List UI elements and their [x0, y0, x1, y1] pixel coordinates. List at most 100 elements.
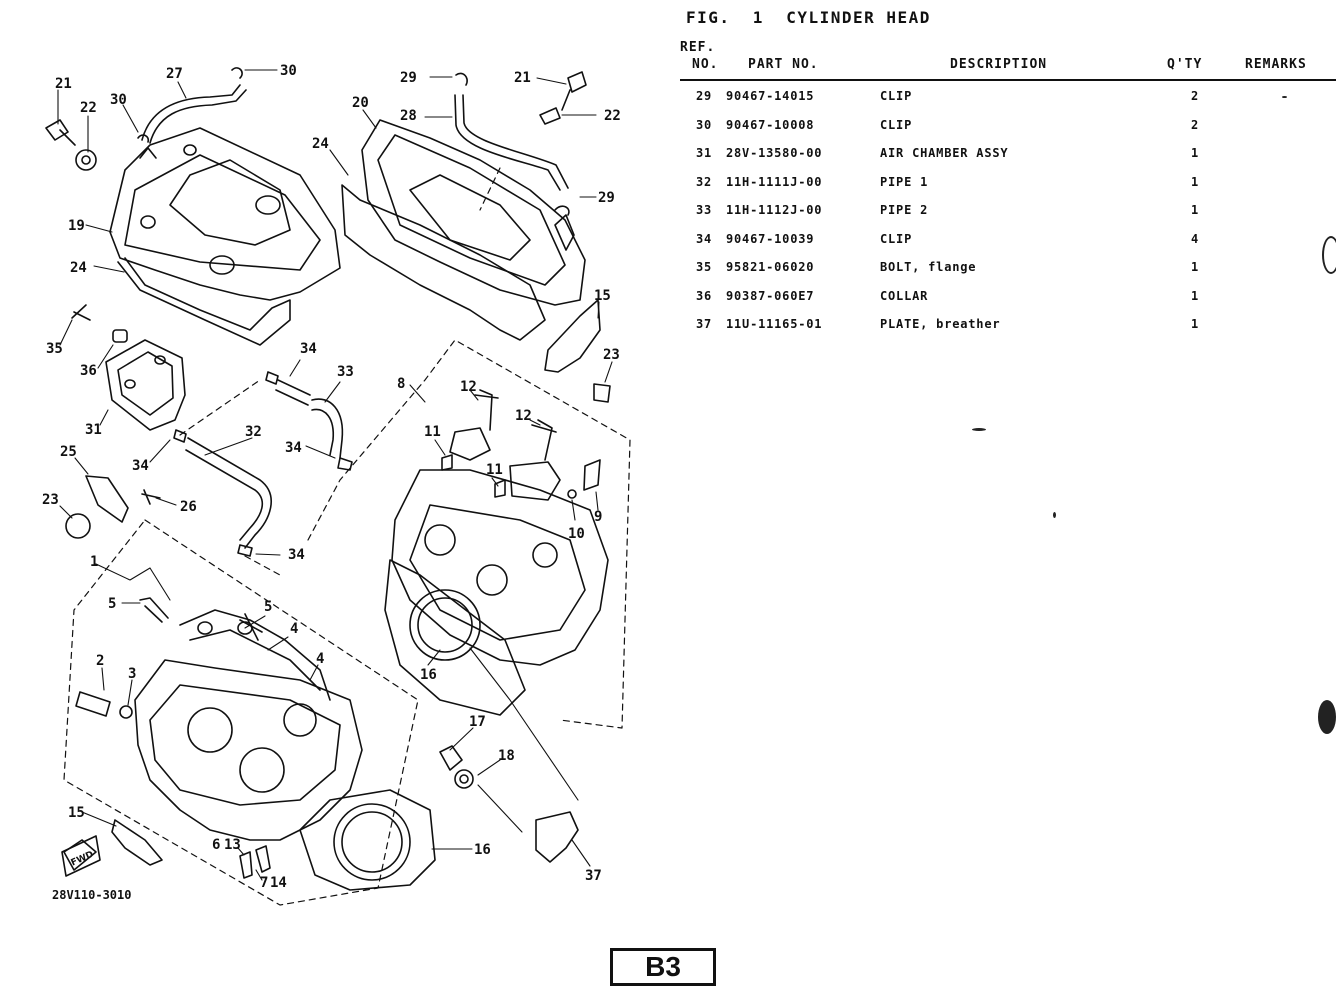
svg-text:25: 25: [60, 444, 77, 460]
part-no: 90467-10008: [726, 117, 815, 132]
hose-27: [141, 84, 241, 141]
svg-text:3: 3: [128, 666, 136, 682]
ref-no: 29: [695, 89, 712, 103]
callout-labels: 21 22 19 24 27 30 30 29 28 21 22 20 24 2…: [42, 63, 621, 891]
description: CLIP: [880, 89, 913, 103]
scan-speck: [1053, 512, 1056, 518]
table-row: 36 90387-060E7 COLLAR 1: [680, 283, 1336, 312]
scan-speck: [1318, 700, 1336, 734]
cylinder-gasket-left: [299, 789, 436, 891]
qty: 4: [1190, 231, 1200, 246]
svg-text:24: 24: [70, 260, 87, 276]
svg-text:2: 2: [96, 653, 104, 669]
svg-text:19: 19: [68, 218, 85, 234]
ref-no: 30: [695, 117, 712, 132]
small-parts: [45, 67, 611, 879]
svg-text:36: 36: [80, 363, 97, 379]
svg-text:34: 34: [288, 547, 305, 563]
svg-text:23: 23: [42, 492, 59, 508]
pipe-33-outer: [311, 408, 335, 456]
svg-text:5: 5: [264, 599, 272, 615]
header-remarks: REMARKS: [1245, 57, 1307, 72]
parts-table: REF. NO. PART NO. DESCRIPTION Q'TY REMAR…: [680, 40, 1336, 340]
ref-no: 35: [695, 260, 712, 274]
table-row: 31 28V-13580-00 AIR CHAMBER ASSY 1: [680, 140, 1336, 169]
svg-text:30: 30: [280, 63, 297, 79]
svg-text:24: 24: [312, 136, 329, 152]
svg-text:8: 8: [397, 376, 405, 392]
header-qty: Q'TY: [1167, 57, 1203, 72]
figure-title: FIG. 1 CYLINDER HEAD: [686, 8, 931, 27]
svg-text:17: 17: [469, 714, 486, 730]
qty: 1: [1190, 146, 1200, 160]
svg-text:30: 30: [110, 92, 127, 108]
svg-text:10: 10: [568, 526, 585, 542]
qty: 1: [1190, 317, 1200, 331]
description: PIPE 2: [880, 203, 929, 217]
part-no: 28V-13580-00: [726, 146, 823, 160]
scan-speck: [1282, 96, 1287, 98]
pipe-32: [187, 437, 272, 549]
hose-28: [454, 94, 561, 191]
leader-lines: [57, 69, 613, 881]
cylinder-head-right: [391, 469, 609, 666]
description: AIR CHAMBER ASSY: [880, 146, 1009, 160]
svg-text:21: 21: [514, 70, 531, 86]
svg-text:26: 26: [180, 499, 197, 515]
hose-27-outer: [149, 89, 247, 144]
svg-text:16: 16: [474, 842, 491, 858]
qty: 2: [1190, 117, 1200, 132]
svg-text:11: 11: [424, 424, 441, 440]
svg-text:FWD: FWD: [70, 850, 96, 869]
part-no: 11H-1111J-00: [726, 174, 823, 189]
gasket-left: [117, 257, 291, 346]
svg-text:4: 4: [290, 621, 298, 637]
description: CLIP: [880, 231, 913, 246]
svg-text:16: 16: [420, 667, 437, 683]
header-part-no: PART NO.: [748, 57, 819, 72]
svg-text:11: 11: [486, 462, 503, 478]
part-no: 95821-06020: [726, 260, 815, 274]
scan-speck: [1322, 236, 1336, 274]
svg-text:35: 35: [46, 341, 63, 357]
fwd-arrow-icon: FWD: [61, 835, 101, 877]
svg-text:22: 22: [604, 108, 621, 124]
svg-text:23: 23: [603, 347, 620, 363]
svg-text:27: 27: [166, 66, 183, 82]
svg-text:28: 28: [400, 108, 417, 124]
svg-text:6: 6: [212, 837, 220, 853]
qty: 1: [1190, 288, 1200, 303]
drawing-code: 28V110-3010: [52, 888, 131, 902]
svg-text:13: 13: [224, 837, 241, 853]
assembly-frames: [63, 167, 631, 906]
qty: 1: [1190, 203, 1200, 217]
part-no: 90467-14015: [726, 89, 815, 103]
svg-text:14: 14: [270, 875, 287, 891]
part-no: 11U-11165-01: [726, 317, 823, 331]
figure-number: 1: [752, 8, 764, 27]
svg-text:32: 32: [245, 424, 262, 440]
qty: 1: [1190, 260, 1200, 274]
ref-no: 32: [695, 174, 712, 189]
description: PIPE 1: [880, 174, 929, 189]
valve-cover-right: [361, 119, 586, 306]
part-no: 90467-10039: [726, 231, 815, 246]
scan-speck: [972, 428, 986, 431]
description: CLIP: [880, 117, 913, 132]
svg-text:29: 29: [598, 190, 615, 206]
pipe-33: [311, 398, 344, 459]
svg-text:29: 29: [400, 70, 417, 86]
svg-text:34: 34: [132, 458, 149, 474]
table-row: 32 11H-1111J-00 PIPE 1 1: [680, 169, 1336, 198]
cylinder-gasket-right: [384, 559, 526, 716]
svg-text:18: 18: [498, 748, 515, 764]
svg-text:12: 12: [460, 379, 477, 395]
svg-text:31: 31: [85, 422, 102, 438]
part-no: 11H-1112J-00: [726, 203, 823, 217]
table-row: 30 90467-10008 CLIP 2: [680, 112, 1336, 141]
qty: 2: [1190, 89, 1200, 103]
description: PLATE, breather: [880, 317, 1001, 331]
table-body: 29 90467-14015 CLIP 2 30 90467-10008 CLI…: [680, 80, 1336, 340]
gasket-right: [341, 184, 546, 341]
figure-name: CYLINDER HEAD: [786, 8, 931, 27]
